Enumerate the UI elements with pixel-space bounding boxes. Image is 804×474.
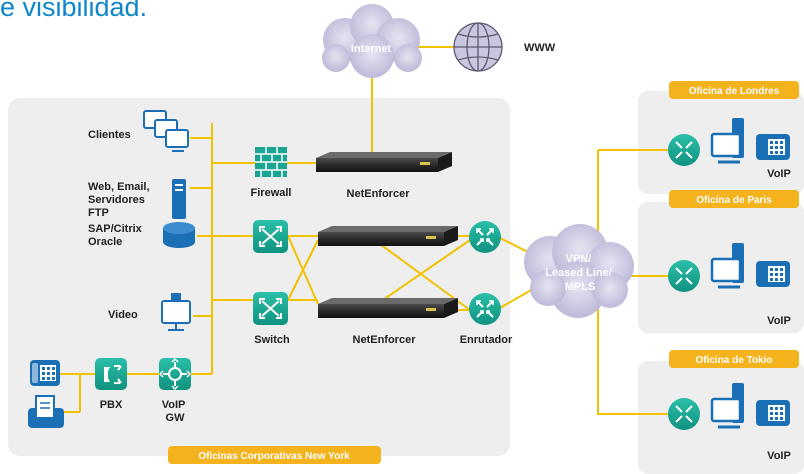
video-label: Video: [108, 309, 138, 321]
paris-router-icon: [668, 260, 700, 292]
clients-label: Clientes: [88, 129, 131, 141]
server-icon: [172, 179, 186, 219]
sap-label: SAP/Citrix Oracle: [88, 223, 145, 248]
wan-label: VPN/ Leased Line/ MPLS: [545, 253, 615, 293]
netenforcer-bottom-label: NetEnforcer: [353, 334, 417, 346]
london-phone-icon: [756, 134, 790, 160]
switch-top-icon: [253, 220, 288, 253]
router-label: Enrutador: [460, 334, 513, 346]
netenforcer-top-label: NetEnforcer: [347, 188, 411, 200]
tokyo-computer-icon: [710, 383, 744, 429]
london-title: Oficina de Londres: [689, 86, 780, 97]
tokyo-phone-icon: [756, 400, 790, 426]
hq-panel: [8, 98, 510, 456]
pbx-icon: [95, 358, 127, 390]
netenforcer-bottom-icon: [318, 298, 458, 318]
wan-cloud: VPN/ Leased Line/ MPLS: [524, 224, 634, 318]
www-label: WWW: [524, 42, 556, 54]
phone-icon: [30, 360, 60, 386]
tokyo-router-icon: [668, 398, 700, 430]
paris-voip-label: VoIP: [767, 315, 791, 327]
internet-cloud: Internet: [322, 4, 422, 78]
pbx-label: PBX: [100, 399, 123, 411]
globe-icon: [453, 22, 503, 72]
video-icon: [161, 293, 191, 331]
london-voip-label: VoIP: [767, 168, 791, 180]
router-top-icon: [469, 221, 501, 253]
paris-title-tag: Oficina de Paris: [669, 190, 799, 208]
hq-title: Oficinas Corporativas New York: [198, 451, 350, 462]
netenforcer-top-icon: [316, 152, 452, 172]
database-icon: [163, 222, 195, 248]
clients-icon: [143, 110, 189, 152]
switch-label: Switch: [254, 334, 290, 346]
fax-icon: [28, 395, 64, 428]
tokyo-title: Oficina de Tokio: [695, 355, 772, 366]
tokyo-voip-label: VoIP: [767, 450, 791, 462]
voip-gateway-icon: [158, 357, 192, 391]
page-heading: e visibilidad.: [0, 0, 148, 22]
paris-title: Oficina de Paris: [696, 195, 772, 206]
firewall-icon: [255, 147, 287, 177]
london-router-icon: [668, 134, 700, 166]
paris-computer-icon: [710, 243, 744, 289]
london-computer-icon: [710, 118, 744, 164]
netenforcer-middle-icon: [318, 226, 458, 246]
hq-title-tag: Oficinas Corporativas New York: [168, 446, 381, 464]
tokyo-title-tag: Oficina de Tokio: [669, 350, 799, 368]
london-title-tag: Oficina de Londres: [669, 81, 799, 99]
switch-bottom-icon: [253, 292, 288, 325]
router-bottom-icon: [469, 293, 501, 325]
voip-gw-label: VoIP GW: [162, 399, 189, 424]
servers-label: Web, Email, Servidores FTP: [88, 181, 153, 219]
paris-phone-icon: [756, 261, 790, 287]
firewall-label: Firewall: [251, 187, 292, 199]
internet-label: Internet: [351, 43, 392, 55]
